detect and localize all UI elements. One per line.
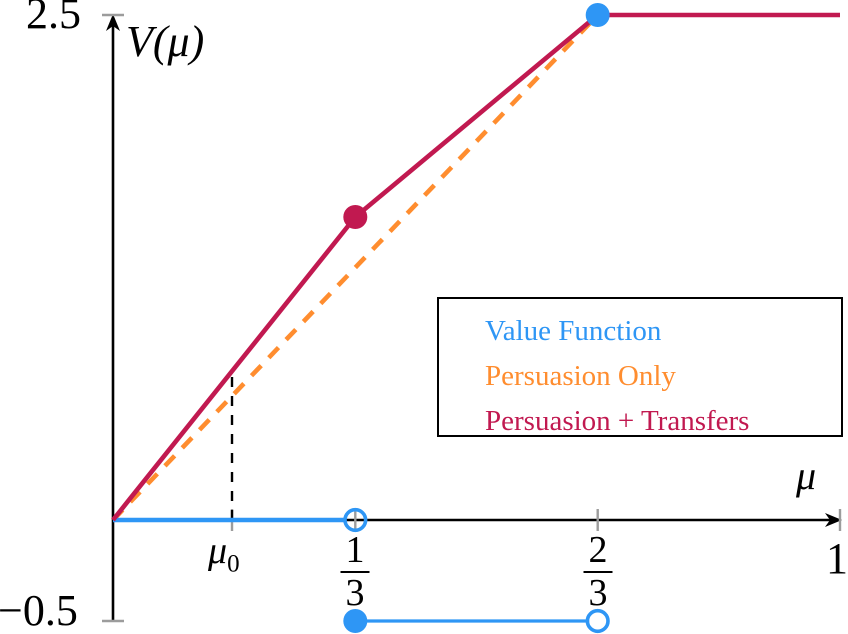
marker-filled-persuasion-transfers xyxy=(343,205,368,229)
x-axis-title: μ xyxy=(796,453,817,498)
x-axis-arrow xyxy=(825,513,842,527)
fraction-bar xyxy=(340,571,370,573)
y-tick-label-2-5: 2.5 xyxy=(26,0,81,38)
fraction-bar xyxy=(583,571,613,573)
x-tick-label-one-third: 1 3 xyxy=(340,529,370,614)
y-tick-label-neg-0-5: −0.5 xyxy=(0,586,78,634)
marker-open-value-function xyxy=(343,507,368,533)
legend-entry-persuasion-only: Persuasion Only xyxy=(485,360,676,392)
fraction-numerator: 1 xyxy=(345,529,365,571)
marker-open-value-function xyxy=(585,608,610,634)
x-tick-label-two-thirds: 2 3 xyxy=(583,529,613,614)
y-axis-title: V(μ) xyxy=(126,17,205,66)
legend-box: Value Function Persuasion Only Persuasio… xyxy=(437,297,843,437)
fraction-denominator: 3 xyxy=(345,572,365,614)
mu0-base: μ xyxy=(208,530,228,572)
x-tick-label-1: 1 xyxy=(826,534,848,583)
y-axis-arrow xyxy=(106,14,120,31)
fraction-denominator: 3 xyxy=(588,572,608,614)
marker-filled-value-function xyxy=(343,609,368,633)
x-tick-label-mu0: μ0 xyxy=(208,532,240,577)
series-line-persuasion-only xyxy=(111,13,600,522)
series-line-persuasion-transfers xyxy=(111,12,840,522)
legend-entry-persuasion-transfers: Persuasion + Transfers xyxy=(485,405,750,437)
marker-filled-value-function xyxy=(585,3,610,27)
mu0-subscript: 0 xyxy=(227,550,240,578)
legend-entry-value-function: Value Function xyxy=(485,315,662,347)
fraction-numerator: 2 xyxy=(588,529,608,571)
